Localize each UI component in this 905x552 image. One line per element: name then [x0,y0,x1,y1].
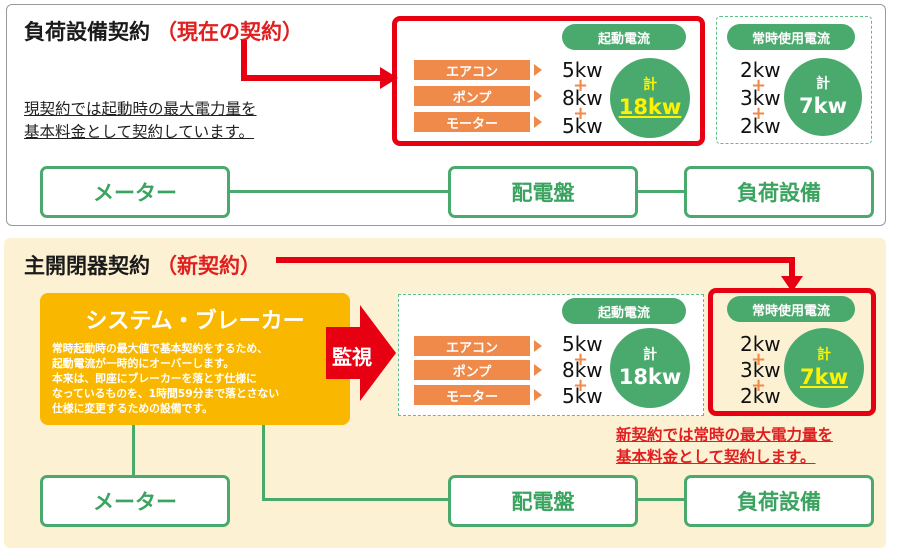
red-arrow-to-starting-current [241,40,398,89]
device-arrow-icon [534,116,542,128]
description-line: 仕様に変更するための設備です。 [52,402,213,415]
device-aircon: エアコン [414,60,530,80]
constant-total-label: 計 [816,76,830,92]
plus-icon: + [573,349,589,370]
starting-total-circle: 計 18kw [610,328,690,408]
plus-icon: + [751,75,767,96]
device-arrow-icon [534,389,542,401]
load-equipment-box: 負荷設備 [684,166,874,218]
constant-value: 2kw [740,384,781,408]
device-arrow-icon [534,340,542,352]
starting-value: 5kw [562,332,603,356]
current-contract-tag: （現在の契約） [156,20,303,44]
device-arrow-icon [534,90,542,102]
plus-icon: + [573,375,589,396]
starting-value: 5kw [562,114,603,138]
device-motor: モーター [414,385,530,405]
constant-value: 3kw [740,86,781,110]
description-line: 常時起動時の最大値で基本契約をするため、 [52,342,268,355]
distribution-panel-box: 配電盤 [448,166,638,218]
constant-total-value: 7kw [799,94,847,118]
device-pump: ポンプ [414,360,530,380]
device-aircon: エアコン [414,336,530,356]
starting-total-label: 計 [643,77,657,93]
connector-line [132,425,135,477]
current-note-line-2: 基本料金として契約しています。 [24,123,255,141]
new-contract-note: 新契約では常時の最大電力量を 基本料金として契約します。 [616,424,833,468]
current-contract-title: 負荷設備契約 [24,20,150,44]
device-arrow-icon [534,64,542,76]
system-breaker-description: 常時起動時の最大値で基本契約をするため、 起動電流が一時的にオーバーします。 本… [52,341,350,416]
connector-line [635,498,687,501]
description-line: なっているものを、1時間59分まで落とさない [52,387,280,400]
plus-icon: + [751,103,767,124]
constant-total-circle: 計 7kw [784,58,862,136]
constant-current-pill: 常時使用電流 [727,296,855,322]
constant-current-pill: 常時使用電流 [727,24,855,50]
new-contract-heading: 主開閉器契約（新契約） [24,250,261,280]
monitor-label: 監視 [332,345,372,369]
distribution-panel-box: 配電盤 [448,475,638,527]
new-contract-title: 主開閉器契約 [24,254,150,278]
device-motor: モーター [414,112,530,132]
starting-value: 5kw [562,384,603,408]
description-line: 起動電流が一時的にオーバーします。 [52,357,235,370]
system-breaker-title: システム・ブレーカー [85,309,305,334]
new-contract-tag: （新契約） [156,254,261,278]
current-contract-heading: 負荷設備契約（現在の契約） [24,16,303,46]
connector-line [635,190,687,193]
starting-total-label: 計 [643,347,657,363]
connector-line [262,498,450,501]
plus-icon: + [573,103,589,124]
red-arrow-to-constant-current [276,257,803,292]
system-breaker-box: システム・ブレーカー 常時起動時の最大値で基本契約をするため、 起動電流が一時的… [40,293,350,425]
starting-total-value: 18kw [618,365,682,389]
constant-value: 2kw [740,114,781,138]
meter-box: メーター [40,475,230,527]
starting-value: 8kw [562,86,603,110]
current-note-line-1: 現契約では起動時の最大電力量を [24,100,257,118]
constant-value: 2kw [740,332,781,356]
starting-current-pill: 起動電流 [562,298,686,324]
connector-line [228,190,450,193]
new-note-line-2: 基本料金として契約します。 [616,448,816,466]
device-arrow-icon [534,364,542,376]
meter-box: メーター [40,166,230,218]
load-equipment-box: 負荷設備 [684,475,874,527]
current-contract-note: 現契約では起動時の最大電力量を 基本料金として契約しています。 [24,98,257,144]
monitor-arrow [326,305,396,401]
starting-value: 8kw [562,358,603,382]
starting-total-circle: 計 18kw [610,58,690,138]
plus-icon: + [751,349,767,370]
constant-total-label: 計 [817,347,831,363]
starting-current-highlight-frame [392,16,705,146]
starting-current-pill: 起動電流 [562,24,686,50]
device-pump: ポンプ [414,86,530,106]
connector-line [262,425,265,500]
constant-total-value: 7kw [800,365,848,389]
constant-value: 3kw [740,358,781,382]
starting-value: 5kw [562,58,603,82]
constant-total-circle: 計 7kw [784,328,864,408]
plus-icon: + [751,375,767,396]
constant-value: 2kw [740,58,781,82]
description-line: 本来は、即座にブレーカーを落とす仕様に [52,372,257,385]
new-note-line-1: 新契約では常時の最大電力量を [616,426,834,444]
plus-icon: + [573,75,589,96]
starting-total-value: 18kw [618,95,682,119]
constant-current-highlight-frame [708,288,876,416]
